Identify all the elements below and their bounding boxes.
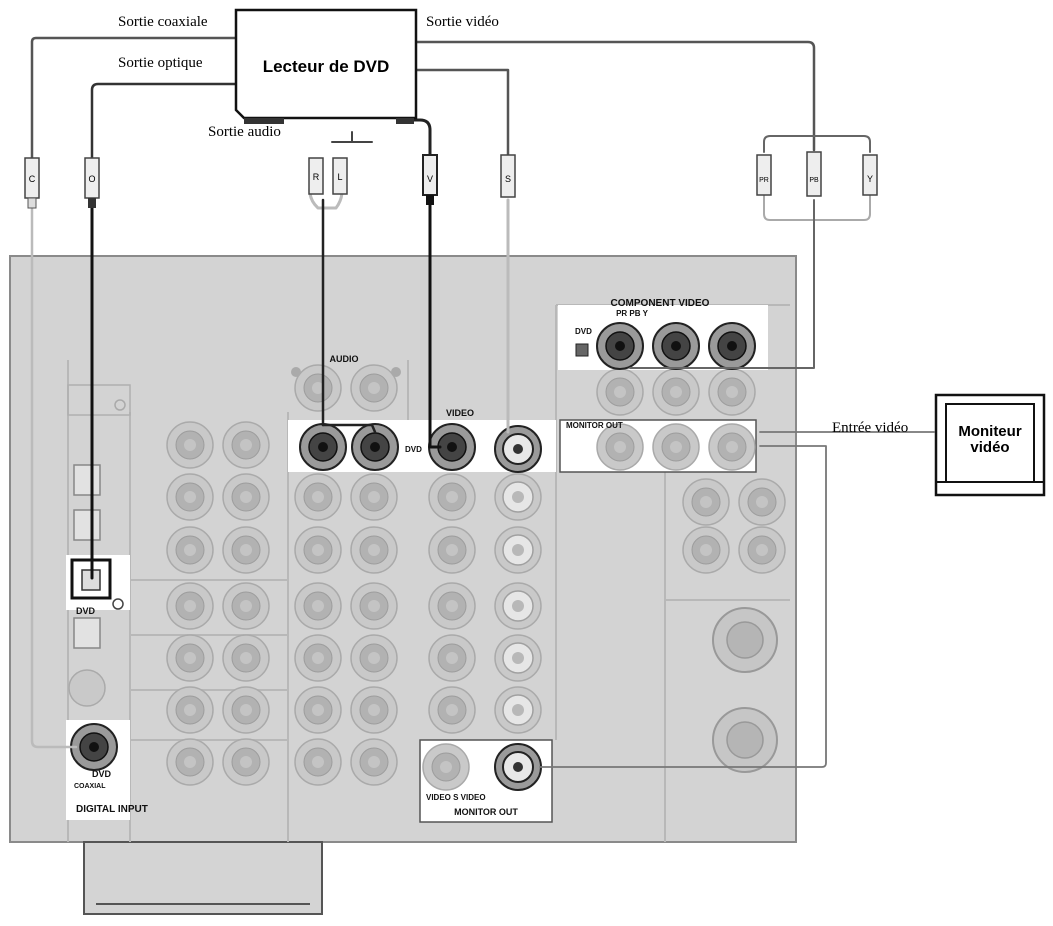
- label-optical-output: Sortie optique: [118, 55, 203, 71]
- monitor-out-video-jack: [422, 743, 470, 791]
- label-component-video: COMPONENT VIDEO: [611, 298, 710, 309]
- label-monitor-out: MONITOR OUT: [454, 807, 518, 817]
- plug-c: [24, 157, 40, 209]
- label-monitor-input: Entrée vidéo: [832, 420, 908, 436]
- plug-label-y: Y: [867, 174, 873, 184]
- dvd-player: [234, 8, 418, 124]
- plug-label-s: S: [505, 174, 511, 184]
- plug-label-pr: PR: [759, 177, 769, 184]
- label-audio-output: Sortie audio: [208, 124, 281, 140]
- component-monitor-pb-jack: [652, 423, 700, 471]
- plug-s: [500, 154, 516, 198]
- plug-l: [332, 157, 348, 195]
- plug-pb: [806, 151, 822, 197]
- label-audio: AUDIO: [330, 354, 359, 364]
- plug-o: [84, 157, 100, 208]
- label-digital-input: DIGITAL INPUT: [76, 804, 148, 815]
- video-monitor: [934, 393, 1046, 497]
- plug-label-r: R: [313, 172, 320, 182]
- component-pr-jack: [596, 322, 644, 370]
- plug-v: [422, 154, 438, 205]
- label-optical-dvd: DVD: [76, 606, 96, 616]
- monitor-out-svideo-jack: [494, 743, 542, 791]
- dvd-player-title: Lecteur de DVD: [263, 57, 390, 76]
- label-video-output: Sortie vidéo: [426, 14, 499, 30]
- component-y-jack: [708, 322, 756, 370]
- label-monitor-out-jacks: VIDEO S VIDEO: [426, 793, 486, 802]
- label-component-sub: PR PB Y: [616, 309, 649, 318]
- coaxial-dvd-jack: [70, 723, 118, 771]
- monitor-title-line2: vidéo: [970, 439, 1009, 456]
- label-dvd-row: DVD: [405, 445, 422, 454]
- component-pb-jack: [652, 322, 700, 370]
- plug-label-l: L: [337, 172, 342, 182]
- label-coaxial: COAXIAL: [74, 783, 106, 790]
- monitor-title-line1: Moniteur: [958, 423, 1021, 440]
- label-component-dvd: DVD: [575, 327, 592, 336]
- plug-label-o: O: [88, 174, 95, 184]
- plug-label-c: C: [29, 174, 36, 184]
- label-video: VIDEO: [446, 408, 474, 418]
- jack-grid: [166, 364, 786, 786]
- component-monitor-y-jack: [708, 423, 756, 471]
- label-coaxial-output: Sortie coaxiale: [118, 14, 208, 30]
- plug-label-pb: PB: [809, 177, 819, 184]
- optical-ports: [68, 464, 106, 707]
- label-component-monitor-out: MONITOR OUT: [566, 421, 623, 430]
- plug-y: [862, 154, 878, 196]
- plug-r: [308, 157, 324, 195]
- svideo-jack-dvd: [494, 425, 542, 473]
- label-coaxial-dvd: DVD: [92, 769, 112, 779]
- audio-l-jack-dvd: [299, 423, 347, 471]
- plug-pr: [756, 154, 772, 196]
- component-monitor-pr-jack: [596, 423, 644, 471]
- plug-label-v: V: [427, 174, 433, 184]
